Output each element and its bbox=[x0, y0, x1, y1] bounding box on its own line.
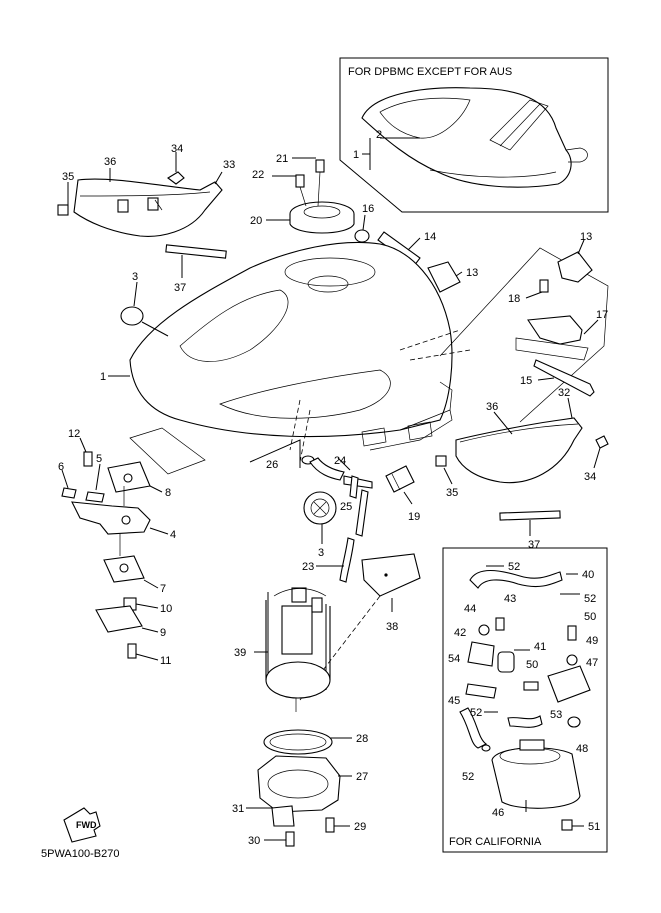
callout-45: 45 bbox=[448, 695, 460, 707]
callout-31: 31 bbox=[232, 803, 244, 815]
callout-54: 54 bbox=[448, 653, 460, 665]
callout-50-right: 50 bbox=[584, 611, 596, 623]
center-hoses: 26 24 25 3 23 19 38 bbox=[249, 439, 421, 633]
callout-35-left: 35 bbox=[62, 171, 74, 183]
callout-9: 9 bbox=[160, 627, 166, 639]
callout-50-left: 50 bbox=[526, 659, 538, 671]
callout-26: 26 bbox=[266, 459, 278, 471]
tank-cover-drawing bbox=[361, 87, 588, 188]
callout-46: 46 bbox=[492, 807, 504, 819]
inset-bottom-caption: FOR CALIFORNIA bbox=[449, 836, 542, 848]
callout-3-upper: 3 bbox=[132, 271, 138, 283]
callout-53: 53 bbox=[550, 709, 562, 721]
callout-5: 5 bbox=[96, 453, 102, 465]
callout-4: 4 bbox=[170, 529, 176, 541]
callout-33: 33 bbox=[223, 159, 235, 171]
callout-2: 2 bbox=[376, 129, 382, 141]
callout-18: 18 bbox=[508, 293, 520, 305]
callout-47: 47 bbox=[586, 657, 598, 669]
callout-25: 25 bbox=[340, 501, 352, 513]
callout-36-left: 36 bbox=[104, 156, 116, 168]
callout-13-left: 13 bbox=[466, 267, 478, 279]
callout-39: 39 bbox=[234, 647, 246, 659]
callout-35-right: 35 bbox=[446, 487, 458, 499]
callout-24: 24 bbox=[334, 455, 346, 467]
callout-44: 44 bbox=[464, 603, 476, 615]
callout-32: 32 bbox=[558, 387, 570, 399]
drawing-code: 5PWA100-B270 bbox=[41, 848, 119, 860]
callout-34-left: 34 bbox=[171, 143, 183, 155]
callout-12: 12 bbox=[68, 428, 80, 440]
callout-48: 48 bbox=[576, 743, 588, 755]
callout-37-left: 37 bbox=[174, 282, 186, 294]
callout-22: 22 bbox=[252, 169, 264, 181]
right-damper-bracket: 13 18 17 15 bbox=[439, 231, 609, 423]
forward-arrow: FWD bbox=[63, 807, 101, 843]
fwd-label: FWD bbox=[76, 820, 97, 830]
callout-29: 29 bbox=[354, 821, 366, 833]
left-side-cover: 34 36 33 35 37 bbox=[57, 143, 235, 294]
callout-38: 38 bbox=[386, 621, 398, 633]
callout-27: 27 bbox=[356, 771, 368, 783]
inset-california-box: FOR CALIFORNIA 52 40 52 44 43 42 41 54 5… bbox=[442, 547, 608, 853]
front-bracket-group: 12 6 5 8 4 7 10 9 11 bbox=[58, 427, 206, 667]
callout-8: 8 bbox=[165, 487, 171, 499]
callout-14: 14 bbox=[424, 231, 436, 243]
fuel-tank: 1 bbox=[100, 241, 471, 463]
callout-1-inset: 1 bbox=[353, 149, 359, 161]
callout-16: 16 bbox=[362, 203, 374, 215]
right-side-cover: 32 36 35 34 37 bbox=[435, 387, 609, 551]
inset-dpbmc-box: FOR DPBMC EXCEPT FOR AUS 2 1 bbox=[339, 57, 609, 213]
callout-52-b: 52 bbox=[584, 593, 596, 605]
callout-52-a: 52 bbox=[508, 561, 520, 573]
callout-6: 6 bbox=[58, 461, 64, 473]
callout-37-right: 37 bbox=[528, 539, 540, 551]
callout-13-right: 13 bbox=[580, 231, 592, 243]
callout-23: 23 bbox=[302, 561, 314, 573]
callout-11: 11 bbox=[160, 655, 171, 667]
callout-7: 7 bbox=[160, 583, 166, 595]
callout-52-d: 52 bbox=[462, 771, 474, 783]
callout-19: 19 bbox=[408, 511, 420, 523]
callout-40: 40 bbox=[582, 569, 594, 581]
callout-10: 10 bbox=[160, 603, 172, 615]
callout-52-c: 52 bbox=[470, 707, 482, 719]
callout-30: 30 bbox=[248, 835, 260, 847]
callout-34-right: 34 bbox=[584, 471, 596, 483]
callout-49: 49 bbox=[586, 635, 598, 647]
callout-41: 41 bbox=[534, 641, 546, 653]
callout-1-main: 1 bbox=[100, 371, 106, 383]
callout-20: 20 bbox=[250, 215, 262, 227]
callout-51: 51 bbox=[588, 821, 600, 833]
callout-3-lower: 3 bbox=[318, 547, 324, 559]
callout-42: 42 bbox=[454, 627, 466, 639]
callout-15: 15 bbox=[520, 375, 532, 387]
grommet-upper: 3 bbox=[120, 271, 169, 337]
callout-36-right: 36 bbox=[486, 401, 498, 413]
callout-21: 21 bbox=[276, 153, 288, 165]
callout-43: 43 bbox=[504, 593, 516, 605]
callout-28: 28 bbox=[356, 733, 368, 745]
inset-top-caption: FOR DPBMC EXCEPT FOR AUS bbox=[348, 66, 512, 78]
callout-17: 17 bbox=[596, 309, 608, 321]
fuel-pump-assembly: 39 28 27 31 30 29 bbox=[232, 587, 381, 847]
